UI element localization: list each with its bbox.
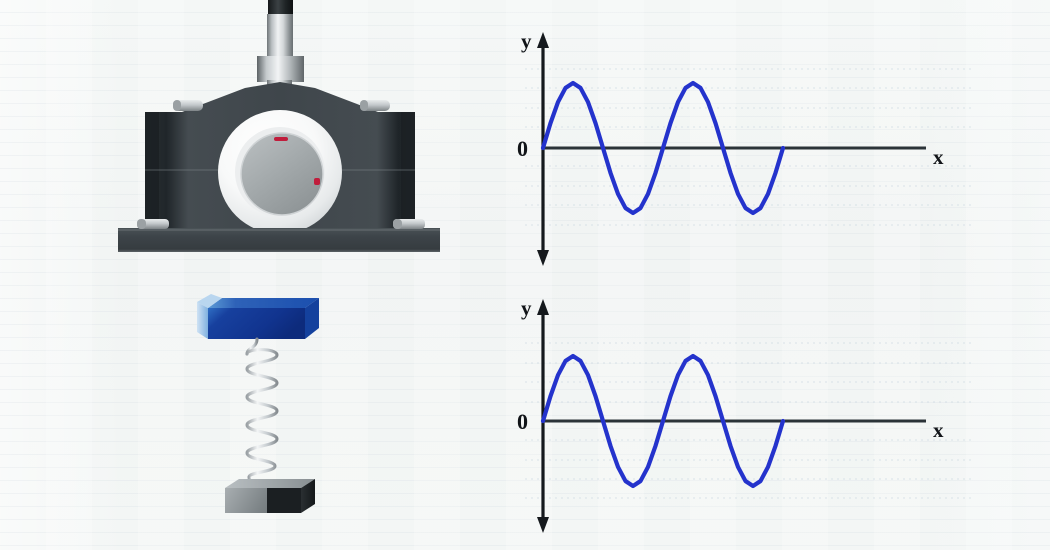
housing-top-bolt-left [173,100,203,111]
beam-front-face [208,308,305,339]
support-beam [197,294,319,339]
spring-coils [245,348,279,479]
chart-top-y-axis-arrow-up [537,32,549,48]
pillow-block-bearing-illustration [110,0,455,265]
chart-top: y 0 x [505,20,985,270]
mass-dark-right-front [267,488,301,513]
chart-bottom: y 0 x [505,285,985,540]
chart-top-svg: y 0 x [517,29,975,266]
chart-bottom-y-axis-arrow-up [537,299,549,315]
chart-bottom-sine-curve [540,353,786,489]
mass-right-face [301,479,315,513]
bearing-svg [118,0,440,252]
base-bolt-right [393,219,425,229]
shaft-upper [267,14,293,58]
bearing-marker-side [314,178,320,185]
chart-top-y-label: y [521,29,532,53]
bearing-marker-top [274,137,288,141]
beam-top-face [208,298,319,308]
bearing-base-plate [118,228,440,252]
housing-top-bolt-right [360,100,390,111]
mass-block [225,479,315,513]
helical-spring [245,337,279,492]
beam-right-face [305,298,319,339]
chart-top-y-axis-arrow-down [537,250,549,266]
beam-left-face [197,302,208,339]
bearing-bore [240,132,324,216]
chart-bottom-zero-label: 0 [517,409,528,434]
shaft-collar [257,56,304,82]
spring-mass-svg [197,294,319,513]
spring-mass-illustration [195,292,350,520]
chart-top-x-label: x [933,145,944,169]
chart-top-zero-label: 0 [517,136,528,161]
chart-bottom-svg: y 0 x [517,296,975,533]
chart-top-sine-curve [540,80,786,216]
chart-bottom-x-label: x [933,418,944,442]
beam-left-top [197,294,222,308]
chart-bottom-y-axis-arrow-down [537,517,549,533]
mass-top-face [225,479,315,488]
chart-bottom-y-label: y [521,296,532,320]
base-bolt-left [137,219,169,229]
shaft-cap [268,0,293,17]
